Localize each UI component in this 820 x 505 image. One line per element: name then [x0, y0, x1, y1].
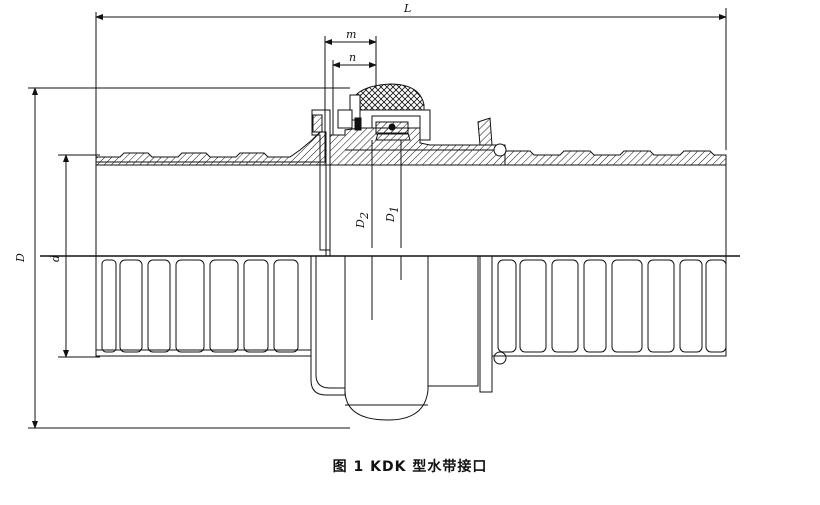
svg-text:1: 1: [388, 206, 401, 213]
dimension-L: [95, 8, 727, 170]
label-D: D: [14, 253, 27, 263]
label-L: L: [403, 2, 411, 15]
svg-text:D: D: [354, 219, 367, 229]
label-n: n: [349, 51, 356, 64]
lower-external-view: [95, 255, 727, 421]
label-D2: D 2: [354, 212, 371, 229]
dimension-D: [28, 87, 350, 429]
label-m: m: [346, 28, 356, 41]
label-D1: D 1: [384, 206, 401, 223]
svg-text:D: D: [384, 213, 397, 223]
figure-caption: 图 1 KDK 型水带接口: [332, 459, 488, 475]
upper-section-view: [95, 83, 727, 257]
label-d: d: [49, 255, 62, 262]
svg-text:2: 2: [358, 212, 371, 220]
